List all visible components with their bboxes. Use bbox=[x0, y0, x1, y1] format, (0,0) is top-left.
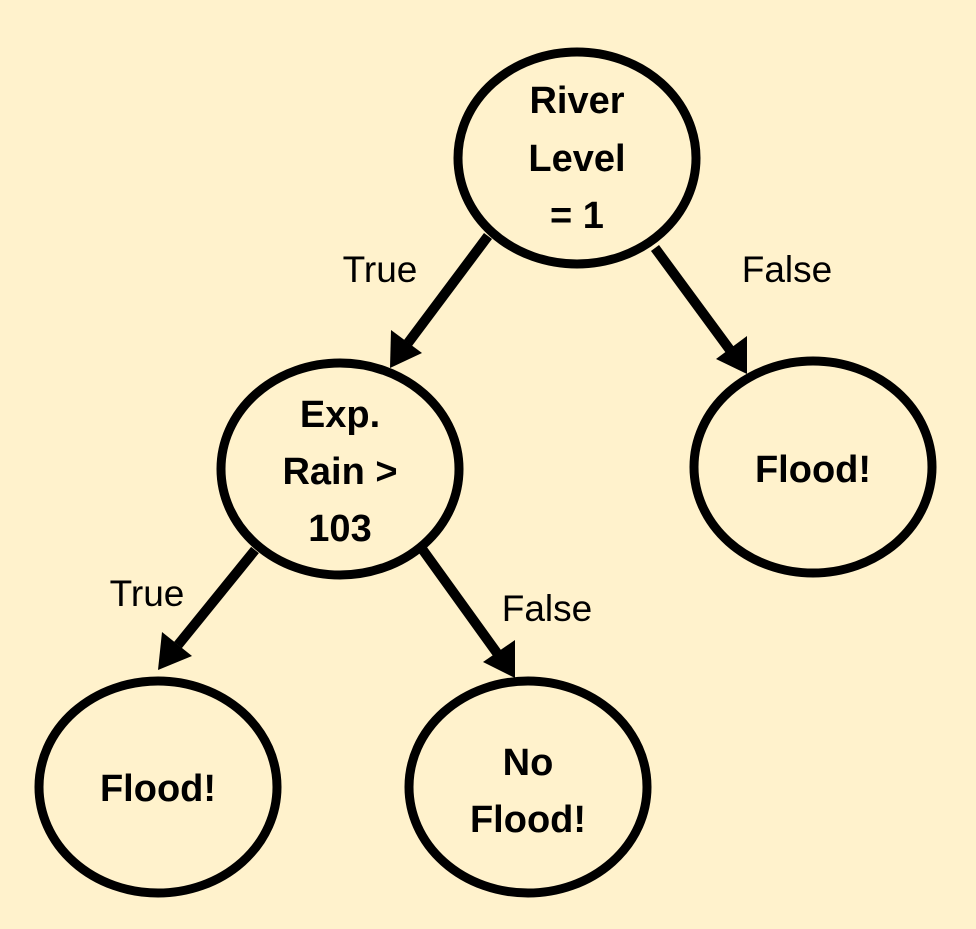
edge-label-root-true: True bbox=[343, 249, 418, 290]
node-flood-right-label: Flood! bbox=[755, 449, 871, 491]
node-flood-left: Flood! bbox=[34, 676, 282, 898]
node-river-level-line-1: River bbox=[529, 80, 624, 122]
edge-rain-false bbox=[415, 543, 515, 678]
node-expected-rain-line-1: Exp. bbox=[300, 394, 380, 436]
node-river-level-line-3: = 1 bbox=[550, 195, 604, 237]
node-no-flood-line-1: No bbox=[503, 742, 554, 784]
node-expected-rain-line-3: 103 bbox=[308, 508, 371, 550]
node-river-level: River Level = 1 bbox=[453, 47, 701, 269]
edge-root-true bbox=[390, 233, 493, 368]
edge-label-root-false: False bbox=[742, 249, 832, 290]
node-expected-rain-line-2: Rain > bbox=[282, 451, 397, 493]
arrowhead-icon bbox=[483, 640, 515, 678]
node-flood-left-label: Flood! bbox=[100, 768, 216, 810]
node-flood-right: Flood! bbox=[689, 356, 937, 578]
arrowhead-icon bbox=[716, 336, 747, 374]
edge-rain-true bbox=[158, 546, 259, 670]
node-no-flood-line-2: Flood! bbox=[470, 799, 586, 841]
node-expected-rain: Exp. Rain > 103 bbox=[216, 358, 464, 580]
edge-label-rain-true: True bbox=[110, 573, 185, 614]
node-river-level-line-2: Level bbox=[528, 138, 625, 180]
arrowhead-icon bbox=[158, 632, 192, 670]
arrowhead-icon bbox=[390, 330, 422, 368]
node-no-flood: No Flood! bbox=[404, 676, 652, 898]
edge-label-rain-false: False bbox=[502, 588, 592, 629]
edge-root-false bbox=[650, 245, 747, 374]
